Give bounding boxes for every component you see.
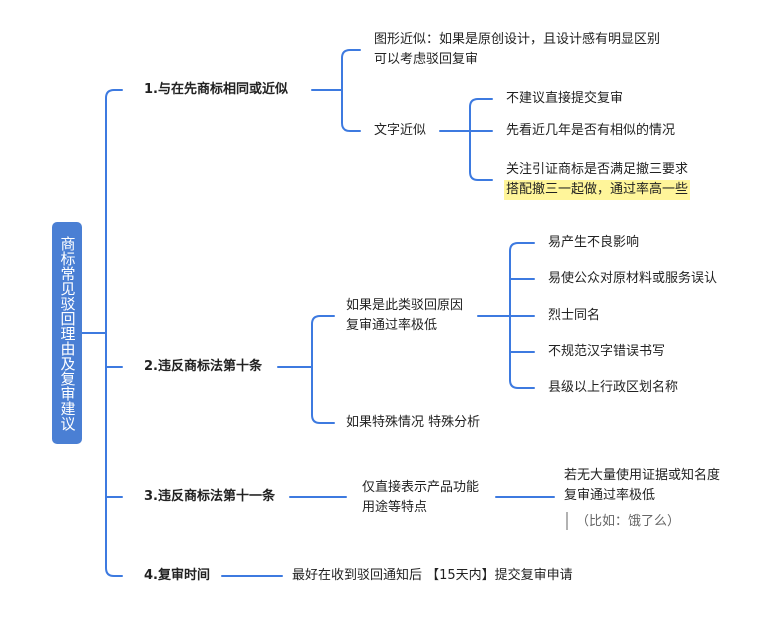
art10-reason-line1: 如果是此类驳回原因 (346, 298, 464, 313)
art10-item-5: 县级以上行政区划名称 (548, 380, 679, 395)
art10-item-1: 易产生不良影响 (548, 235, 640, 250)
shape-similarity-line2: 可以考虑驳回复审 (374, 52, 479, 67)
art11-reason-line2: 用途等特点 (362, 500, 428, 515)
connector-trunk (105, 89, 123, 577)
connector-b1-text-fork (469, 98, 493, 181)
art11-example-note: （比如：饿了么） (576, 514, 681, 529)
connector-trunk-mid (105, 366, 123, 498)
connector-b2-fork (311, 315, 335, 424)
art11-detail-line1: 若无大量使用证据或知名度 (564, 468, 721, 483)
text-advice-1: 不建议直接提交复审 (506, 91, 624, 106)
connector-b1-fork (341, 49, 361, 132)
art10-special-case: 如果特殊情况 特殊分析 (346, 415, 481, 430)
art10-item-3: 烈士同名 (548, 308, 601, 323)
branch-1-label: 1.与在先商标相同或近似 (144, 82, 288, 97)
art10-item-2: 易使公众对原材料或服务误认 (548, 271, 718, 286)
text-advice-2: 先看近几年是否有相似的情况 (506, 123, 676, 138)
review-time-advice: 最好在收到驳回通知后 【15天内】提交复审申请 (292, 568, 573, 583)
root-node: 商标常见驳回理由及复审建议 (52, 222, 82, 444)
branch-2-label: 2.违反商标法第十条 (144, 359, 262, 374)
art11-reason-line1: 仅直接表示产品功能 (362, 480, 480, 495)
text-advice-3: 关注引证商标是否满足撤三要求 (506, 162, 689, 177)
art11-detail-line2: 复审通过率极低 (564, 488, 656, 503)
art10-reason-line2: 复审通过率极低 (346, 318, 438, 333)
text-advice-4-highlight: 搭配撤三一起做，通过率高一些 (504, 180, 691, 200)
text-similarity-label: 文字近似 (374, 123, 427, 138)
branch-3-label: 3.违反商标法第十一条 (144, 489, 275, 504)
branch-4-label: 4.复审时间 (144, 568, 210, 583)
art10-item-4: 不规范汉字错误书写 (548, 344, 666, 359)
connector-b2-sub-fork (509, 242, 535, 389)
shape-similarity-line1: 图形近似：如果是原创设计，且设计感有明显区别 (374, 32, 661, 47)
